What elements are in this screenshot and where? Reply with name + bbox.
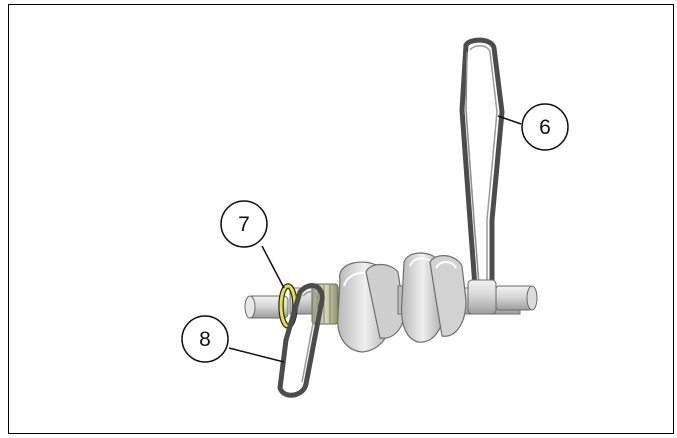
callout-7: 7	[221, 201, 267, 247]
callout-8-label: 8	[199, 328, 211, 351]
timing-belt-6	[462, 40, 502, 307]
callout-7-leader	[262, 246, 284, 288]
callout-6-label: 6	[539, 116, 551, 139]
callout-8-leader	[229, 348, 284, 362]
callout-7-label: 7	[238, 213, 250, 236]
callout-6: 6	[522, 104, 568, 150]
callout-8: 8	[182, 316, 228, 362]
crankshaft-rear-end	[468, 280, 537, 314]
